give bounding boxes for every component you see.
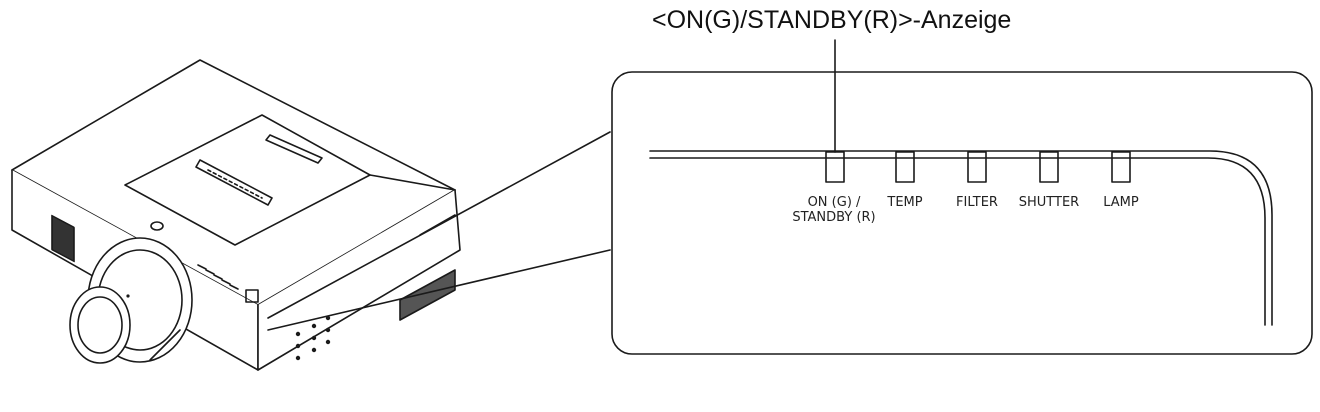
- leader-line-top: [267, 131, 611, 319]
- projector-illustration: [11, 59, 461, 371]
- detail-panel: [611, 71, 1313, 355]
- label-lamp: LAMP: [1103, 195, 1139, 210]
- label-on-standby-line2: STANDBY (R): [792, 210, 876, 225]
- callout-title: <ON(G)/STANDBY(R)>-Anzeige: [652, 6, 1012, 34]
- label-temp: TEMP: [887, 195, 923, 210]
- led-shutter: [1039, 151, 1059, 183]
- leader-line-bottom: [267, 249, 611, 331]
- label-on-standby-line1: ON (G) /: [807, 195, 861, 210]
- led-filter: [967, 151, 987, 183]
- label-shutter: SHUTTER: [1018, 195, 1080, 210]
- led-lamp: [1111, 151, 1131, 183]
- label-on-standby: ON (G) / STANDBY (R): [778, 195, 890, 225]
- label-filter: FILTER: [956, 195, 998, 210]
- led-temp: [895, 151, 915, 183]
